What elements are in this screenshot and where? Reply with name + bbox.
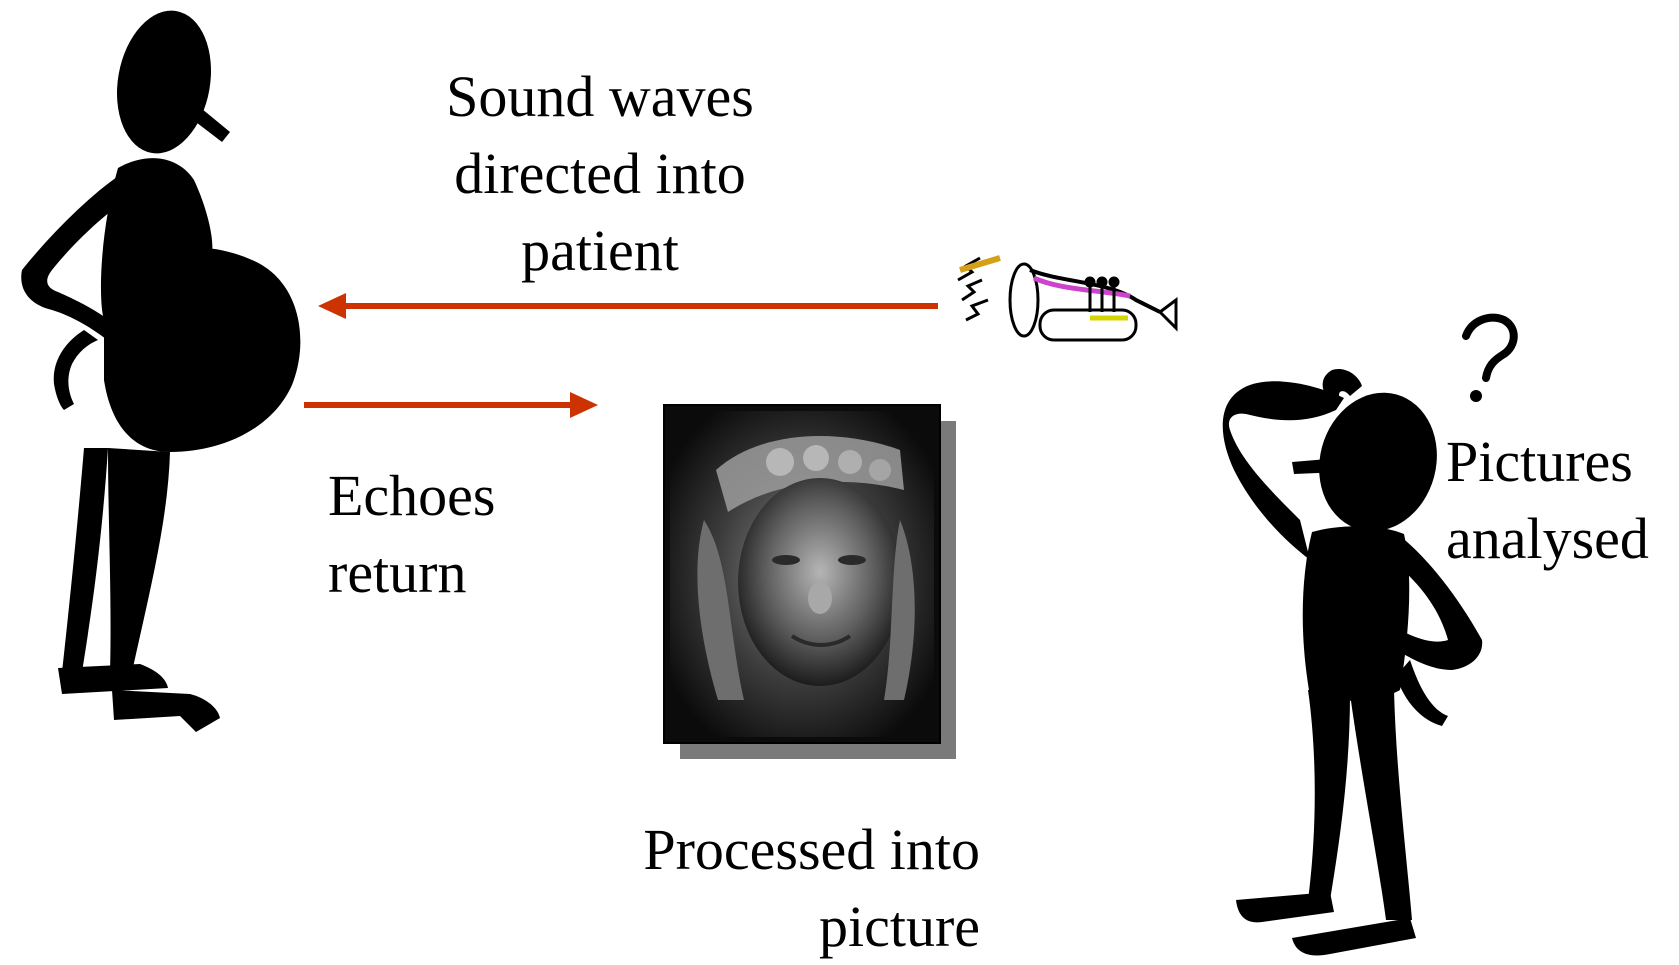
trumpet-icon xyxy=(958,258,1176,340)
sound-waves-label-line-2: directed into xyxy=(380,135,820,212)
echoes-label-line-2: return xyxy=(328,534,496,611)
sound-waves-label-line-3: patient xyxy=(380,212,820,289)
pregnant-woman-silhouette xyxy=(21,3,300,732)
fetal-ultrasound-image xyxy=(664,405,956,759)
analysed-label-line-2: analysed xyxy=(1446,500,1649,577)
processed-label-line-2: picture xyxy=(560,888,980,965)
sound-waves-label-line-1: Sound waves xyxy=(380,58,820,135)
sound-waves-label: Sound waves directed into patient xyxy=(380,58,820,289)
thinking-man-silhouette xyxy=(1223,369,1482,955)
echoes-arrow xyxy=(304,392,598,418)
processed-label-line-1: Processed into xyxy=(560,811,980,888)
echoes-label: Echoes return xyxy=(328,457,496,611)
analysed-label: Pictures analysed xyxy=(1446,423,1649,577)
question-mark-icon xyxy=(1466,318,1514,402)
echoes-label-line-1: Echoes xyxy=(328,457,496,534)
analysed-label-line-1: Pictures xyxy=(1446,423,1649,500)
sound-waves-arrow xyxy=(318,293,938,319)
processed-label: Processed into picture xyxy=(560,811,980,965)
